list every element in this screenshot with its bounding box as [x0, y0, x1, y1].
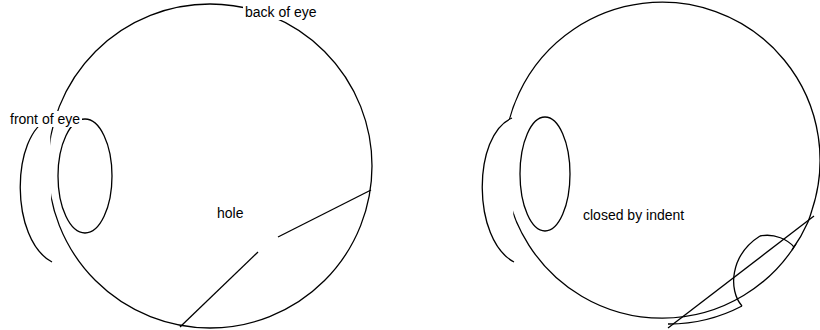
retina-line	[668, 216, 814, 328]
eyeball-outline	[48, 4, 372, 328]
label-text: hole	[215, 205, 245, 221]
scleral-indent	[760, 235, 794, 247]
label-text: back of eye	[243, 4, 319, 20]
lens	[520, 117, 570, 231]
retina-tear-line	[180, 252, 258, 327]
label-text: closed by indent	[581, 207, 686, 223]
eyeball-outline	[504, 2, 820, 318]
cornea	[20, 118, 52, 262]
retina-tear-line	[278, 190, 371, 237]
lens	[58, 119, 112, 233]
scleral-indent	[734, 236, 760, 306]
cornea	[482, 118, 514, 262]
label-text: front of eye	[8, 111, 82, 127]
eyeball-outline	[668, 306, 742, 324]
